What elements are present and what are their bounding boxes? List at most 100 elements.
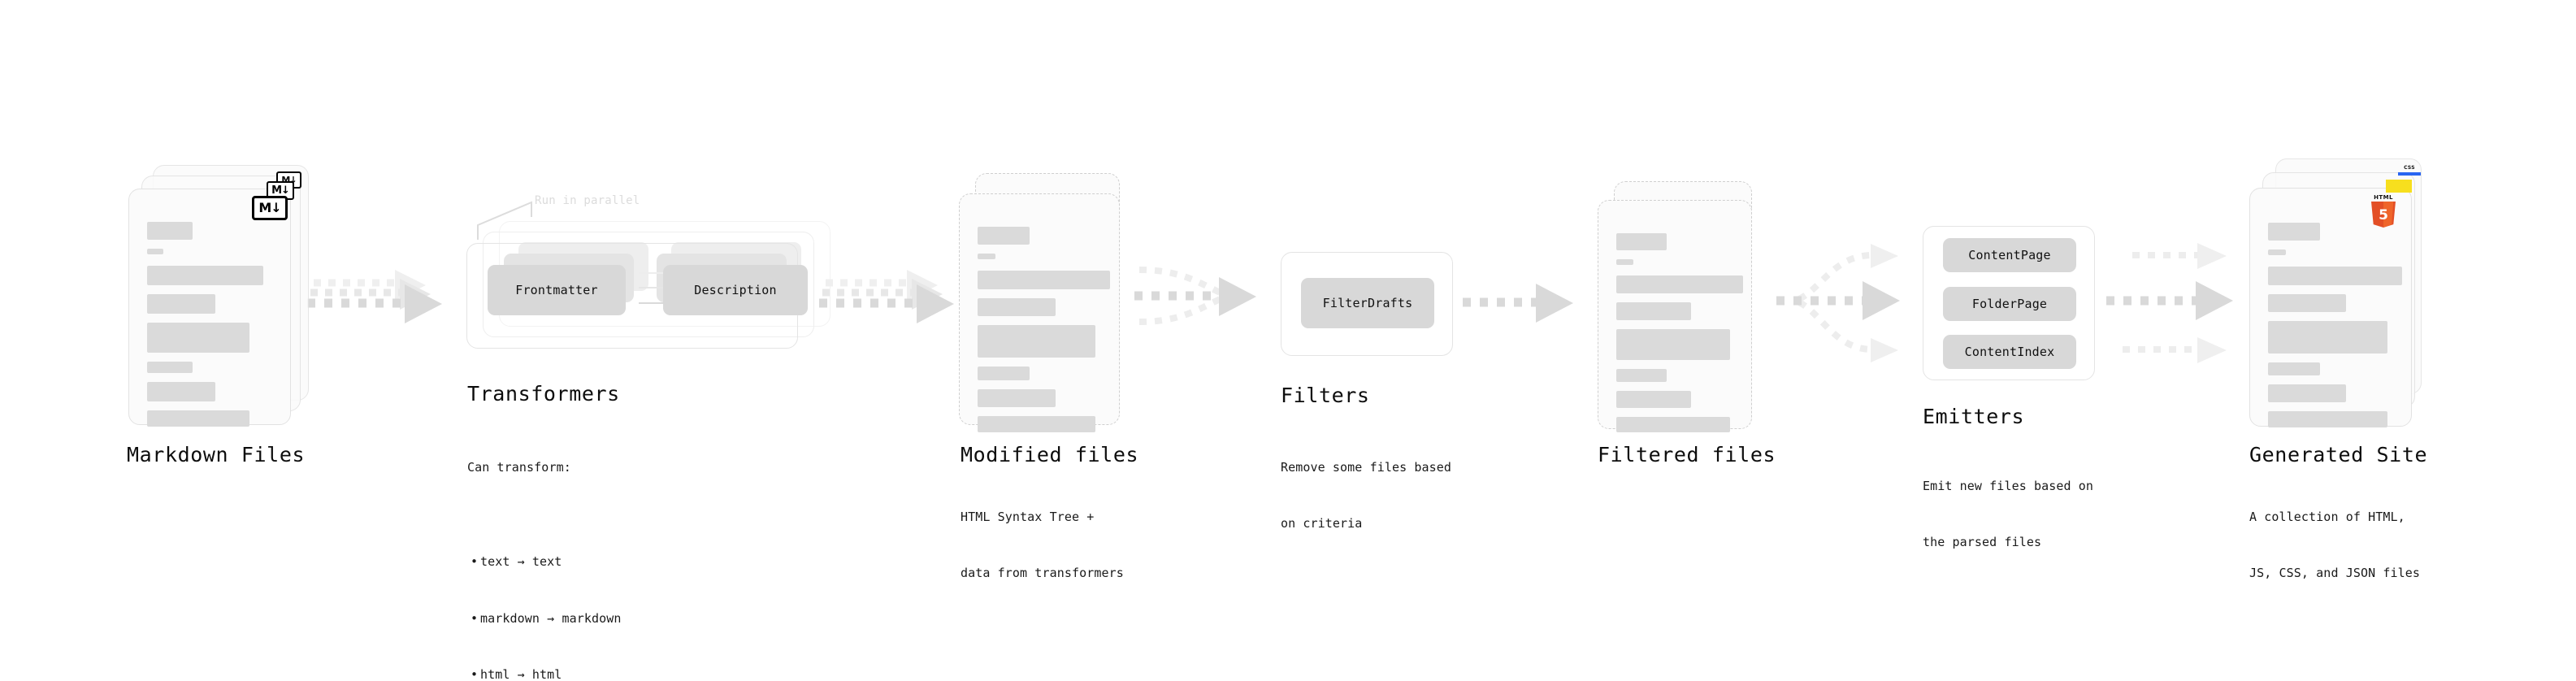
description-line: Emit new files based on (1923, 478, 2094, 493)
stage-description-generated-site: A collection of HTML, JS, CSS, and JSON … (2249, 470, 2420, 621)
placeholder-bar (2268, 294, 2346, 312)
html5-icon-text: HTML (2374, 194, 2393, 201)
stage-description-filters: Remove some files based on criteria (1281, 420, 1451, 571)
markdown-icon-glyph: M↓ (252, 196, 288, 220)
stage-description-modified-files: HTML Syntax Tree + data from transformer… (961, 470, 1124, 621)
js-icon-glyph (2386, 180, 2412, 193)
js-icon (2386, 180, 2412, 193)
placeholder-bar (2268, 411, 2387, 427)
list-item: html → html (467, 666, 621, 681)
description-line: on criteria (1281, 516, 1363, 531)
run-in-parallel-label: Run in parallel (535, 194, 640, 207)
placeholder-bar (2268, 384, 2346, 402)
css-icon-text: CSS (2404, 165, 2415, 171)
emitter-chip-label: FolderPage (1971, 297, 2048, 311)
filtered-file-stack (1598, 181, 1768, 433)
stage-caption-filters: Filters (1281, 384, 1370, 407)
transformer-group-mid (483, 232, 814, 337)
placeholder-bar (147, 410, 249, 427)
placeholder-bar (978, 227, 1030, 245)
emitter-chip-label: ContentIndex (1964, 345, 2055, 359)
html5-icon-glyph: HTML 5 (2370, 195, 2397, 228)
connector-filtered-to-emitters (1776, 236, 1923, 366)
stage-caption-markdown-files: Markdown Files (127, 443, 306, 466)
placeholder-bar (147, 323, 249, 353)
placeholder-bar (2268, 362, 2320, 375)
transformers-description-lead: Can transform: (467, 459, 571, 475)
transformer-chip-frontmatter[interactable]: Frontmatter (488, 265, 626, 315)
placeholder-bar (1616, 417, 1730, 432)
modified-file-stack (959, 173, 1138, 432)
stage-caption-modified-files: Modified files (961, 443, 1139, 466)
transformers-capability-list: text → text markdown → markdown html → h… (467, 514, 621, 681)
stage-caption-emitters: Emitters (1923, 405, 2025, 428)
html5-icon-shield: 5 (2371, 202, 2396, 228)
generated-site-file-stack: CSS (2249, 158, 2436, 427)
transformer-chip-label: Frontmatter (515, 283, 598, 297)
file-sheet-front (1598, 200, 1752, 432)
description-line: data from transformers (961, 566, 1124, 581)
placeholder-bar (978, 271, 1110, 289)
placeholder-bar (1616, 329, 1730, 360)
placeholder-bar (2268, 223, 2320, 241)
transformer-chip-description[interactable]: Description (663, 265, 808, 315)
stage-description-transformers: Can transform: text → text markdown → ma… (467, 420, 621, 681)
filters-group: FilterDrafts (1281, 252, 1453, 356)
markdown-icon-glyph: M↓ (267, 181, 294, 200)
stage-caption-filtered-files: Filtered files (1598, 443, 1776, 466)
placeholder-bar (2268, 321, 2387, 354)
file-content-placeholder (2268, 223, 2402, 436)
placeholder-bar (1616, 275, 1743, 293)
description-line: Remove some files based (1281, 459, 1452, 475)
emitter-chip-contentindex[interactable]: ContentIndex (1943, 335, 2076, 369)
description-line: the parsed files (1923, 535, 2042, 550)
description-line: A collection of HTML, (2249, 509, 2405, 524)
placeholder-bar (147, 249, 163, 254)
emitter-chip-label: ContentPage (1968, 248, 2051, 262)
placeholder-bar (147, 362, 193, 373)
placeholder-bar (1616, 369, 1667, 382)
emitter-chip-contentpage[interactable]: ContentPage (1943, 238, 2076, 272)
file-content-placeholder (1616, 233, 1743, 441)
file-sheet-front (128, 189, 291, 427)
placeholder-bar (147, 222, 193, 240)
file-sheet-front (959, 193, 1120, 432)
placeholder-bar (1616, 391, 1691, 408)
markdown-file-stack: M↓ M↓ M↓ (128, 165, 315, 427)
connector-emitters-to-site (2106, 236, 2253, 366)
placeholder-bar (2268, 249, 2286, 255)
placeholder-bar (147, 294, 215, 314)
connector-filters-to-filtered (1463, 282, 1593, 331)
css-icon-bar (2398, 172, 2421, 176)
stage-description-emitters: Emit new files based on the parsed files (1923, 439, 2093, 590)
description-line: HTML Syntax Tree + (961, 509, 1095, 524)
connector-markdown-to-transformers (307, 268, 462, 333)
list-item: markdown → markdown (467, 609, 621, 629)
emitters-group: ContentPage FolderPage ContentIndex (1923, 226, 2095, 380)
placeholder-bar (978, 416, 1095, 432)
placeholder-bar (1616, 259, 1633, 265)
placeholder-bar (978, 389, 1056, 407)
stage-caption-transformers: Transformers (467, 382, 620, 406)
file-content-placeholder (147, 222, 272, 436)
markdown-icon-mid: M↓ (267, 181, 294, 200)
list-item: text → text (467, 553, 621, 572)
filter-chip-label: FilterDrafts (1322, 296, 1413, 310)
run-in-parallel-bracket (476, 193, 582, 241)
placeholder-bar (1616, 302, 1691, 320)
markdown-icon: M↓ (252, 196, 288, 220)
html5-icon-number: 5 (2379, 207, 2388, 223)
filter-chip-filterdrafts[interactable]: FilterDrafts (1301, 278, 1434, 328)
placeholder-bar (147, 266, 263, 285)
css-icon-glyph: CSS (2397, 166, 2422, 176)
file-content-placeholder (978, 227, 1110, 441)
placeholder-bar (1616, 233, 1667, 250)
file-sheet-front (2249, 188, 2412, 427)
stage-caption-generated-site: Generated Site (2249, 443, 2428, 466)
transformer-chip-label: Description (694, 283, 777, 297)
emitter-chip-folderpage[interactable]: FolderPage (1943, 287, 2076, 321)
placeholder-bar (978, 325, 1095, 358)
placeholder-bar (147, 382, 215, 401)
placeholder-bar (978, 367, 1030, 380)
